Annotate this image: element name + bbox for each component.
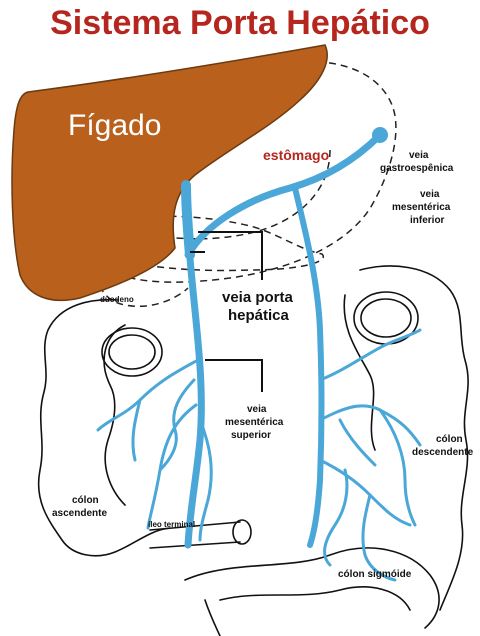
- descending-colon-label-1: cólon: [436, 434, 463, 445]
- portal-vein-trunk: [186, 185, 190, 255]
- portal-vein-label-2: hepática: [228, 307, 290, 324]
- terminal-ileum-label: íleo terminal: [148, 520, 195, 529]
- rectum-outline: [205, 600, 220, 636]
- ascending-colon-label-2: ascendente: [52, 508, 107, 519]
- ascending-colon-cavity-inner: [109, 335, 155, 369]
- imv-label-1: veia: [420, 189, 440, 200]
- descending-colon-cavity-inner: [361, 299, 411, 337]
- splenic-vein-label-2: gastroespênica: [380, 163, 454, 174]
- imv-label-3: inferior: [410, 215, 445, 226]
- sigmoid-colon-inner: [220, 587, 410, 610]
- stomach-label: estômago: [263, 147, 329, 163]
- smv-label-1: veia: [247, 404, 267, 415]
- imv-branch-5: [363, 495, 395, 580]
- ascending-colon-label-1: cólon: [72, 495, 99, 506]
- portal-vein-label-1: veia porta: [222, 289, 294, 306]
- smv-leader: [205, 360, 262, 392]
- portal-vein-leader: [198, 232, 262, 280]
- imv-branch-1: [320, 330, 420, 380]
- duodenum-label: duodeno: [100, 295, 134, 304]
- descending-colon-label-2: descendente: [412, 447, 474, 458]
- inferior-mesenteric-vein: [295, 188, 322, 545]
- smv-label-2: mesentérica: [225, 417, 284, 428]
- splenic-vein-origin: [372, 127, 388, 143]
- smv-label-3: superior: [231, 430, 271, 441]
- superior-mesenteric-vein: [188, 258, 201, 545]
- liver-label: Fígado: [68, 109, 161, 142]
- splenic-vein-label-1: veia: [409, 150, 429, 161]
- descending-colon-inner: [344, 295, 375, 450]
- smv-branch-5: [133, 400, 140, 460]
- imv-label-2: mesentérica: [392, 202, 451, 213]
- sigmoid-colon-label: cólon sigmóide: [338, 569, 412, 580]
- terminal-ileum-end: [233, 520, 251, 544]
- liver-shape: [12, 45, 327, 300]
- imv-branch-2: [320, 406, 420, 445]
- sigmoid-colon-outline: [185, 548, 439, 628]
- imv-branch-7: [340, 420, 375, 465]
